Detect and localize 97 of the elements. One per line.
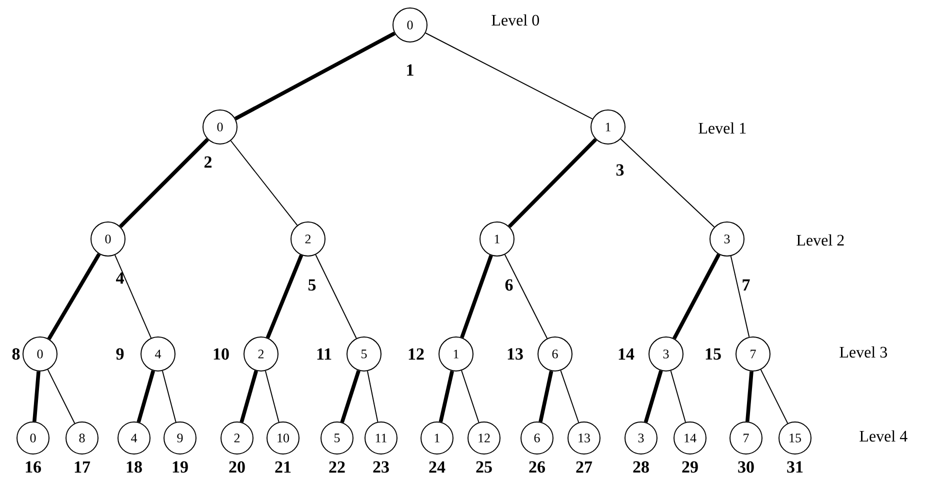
tree-node: 3 bbox=[648, 336, 684, 372]
tree-node: 1 bbox=[590, 110, 626, 144]
tree-node: 10 bbox=[266, 421, 300, 454]
tree-edge bbox=[366, 370, 378, 422]
node-number: 8 bbox=[12, 348, 20, 360]
node-number: 1 bbox=[407, 64, 414, 76]
node-number: 28 bbox=[633, 461, 649, 473]
tree-node: 1 bbox=[438, 336, 474, 372]
tree-node: 4 bbox=[118, 421, 150, 454]
tree-node: 0 bbox=[22, 336, 58, 372]
tree-node: 3 bbox=[710, 221, 744, 256]
node-number: 26 bbox=[529, 461, 545, 473]
node-number: 22 bbox=[329, 461, 345, 473]
node-number: 21 bbox=[275, 461, 291, 473]
node-number: 27 bbox=[576, 461, 592, 473]
tree-node: 6 bbox=[538, 336, 572, 372]
tree-node: 13 bbox=[568, 421, 600, 454]
node-number: 24 bbox=[429, 461, 446, 473]
tree-edge bbox=[340, 370, 360, 423]
node-number: 14 bbox=[618, 348, 634, 360]
node-number: 7 bbox=[742, 279, 750, 291]
tree-edge bbox=[114, 254, 152, 338]
node-number: 5 bbox=[308, 279, 316, 291]
tree-node: 5 bbox=[346, 336, 382, 372]
node-number: 9 bbox=[116, 348, 124, 360]
tree-edge bbox=[234, 32, 396, 120]
tree-node: 0 bbox=[90, 221, 126, 256]
tree-node: 9 bbox=[164, 421, 196, 454]
node-number: 6 bbox=[505, 279, 513, 291]
tree-node: 4 bbox=[140, 336, 176, 372]
tree-edge bbox=[760, 369, 788, 424]
tree-edge bbox=[230, 140, 298, 226]
node-number: 30 bbox=[738, 461, 754, 473]
node-number: 19 bbox=[172, 461, 188, 473]
tree-node: 14 bbox=[674, 421, 706, 454]
node-number: 3 bbox=[616, 164, 624, 176]
tree-edge bbox=[438, 370, 454, 422]
tree-node: 2 bbox=[244, 336, 278, 372]
tree-edge bbox=[461, 370, 480, 423]
node-number: 2 bbox=[204, 156, 212, 168]
tree-edge bbox=[425, 32, 593, 120]
tree-edge bbox=[730, 256, 750, 338]
tree-edge bbox=[745, 371, 754, 422]
tree-node: 11 bbox=[364, 421, 398, 454]
tree-node: 2 bbox=[220, 421, 254, 454]
level-label: Level 2 bbox=[796, 234, 844, 246]
tree-node: 1 bbox=[480, 221, 514, 256]
tree-edge bbox=[47, 253, 101, 340]
node-number: 29 bbox=[682, 461, 698, 473]
tree-node: 12 bbox=[468, 421, 500, 454]
node-number: 12 bbox=[408, 348, 424, 360]
tree-node: 7 bbox=[736, 336, 770, 372]
node-number: 10 bbox=[214, 348, 229, 360]
tree-edge bbox=[504, 254, 548, 339]
tree-node: 6 bbox=[520, 421, 554, 454]
level-label: Level 1 bbox=[698, 122, 746, 134]
node-number: 13 bbox=[508, 348, 523, 360]
level-label: Level 0 bbox=[492, 14, 540, 26]
tree-edge bbox=[460, 254, 493, 338]
tree-node: 5 bbox=[320, 421, 354, 454]
tree-edge bbox=[670, 370, 686, 423]
tree-node: 0 bbox=[392, 8, 428, 42]
tree-edge bbox=[240, 370, 258, 423]
tree-node: 2 bbox=[290, 221, 326, 256]
tree-node: 8 bbox=[66, 421, 99, 454]
tree-edge bbox=[136, 370, 156, 423]
tree-edge bbox=[644, 370, 663, 423]
tree-edge bbox=[266, 254, 304, 338]
node-number: 4 bbox=[116, 272, 124, 284]
node-number: 15 bbox=[706, 348, 721, 360]
tree-node: 0 bbox=[16, 421, 50, 454]
node-number: 11 bbox=[317, 348, 332, 360]
tree-node: 1 bbox=[420, 421, 454, 454]
tree-edge bbox=[119, 138, 209, 228]
tree-node: 7 bbox=[730, 421, 762, 454]
node-number: 17 bbox=[74, 461, 90, 473]
tree-node: 3 bbox=[624, 421, 658, 454]
node-number: 16 bbox=[26, 461, 41, 473]
tree-edge bbox=[32, 371, 40, 422]
level-label: Level 4 bbox=[860, 430, 908, 442]
tree-node: 15 bbox=[778, 421, 812, 454]
node-number: 18 bbox=[126, 461, 142, 473]
tree-edge bbox=[162, 370, 176, 423]
tree-edge bbox=[315, 254, 357, 339]
tree-edge bbox=[47, 369, 76, 424]
node-number: 20 bbox=[229, 461, 245, 473]
tree-edge bbox=[560, 370, 580, 423]
tree-edge bbox=[264, 370, 280, 423]
tree-edge bbox=[508, 138, 598, 228]
node-number: 31 bbox=[787, 461, 803, 473]
node-number: 25 bbox=[476, 461, 492, 473]
node-number: 23 bbox=[373, 461, 389, 473]
tree-node: 0 bbox=[202, 110, 238, 144]
tree-edge bbox=[672, 254, 720, 340]
tree-edge bbox=[620, 138, 715, 228]
tree-edge bbox=[538, 370, 554, 422]
level-label: Level 3 bbox=[840, 346, 887, 358]
